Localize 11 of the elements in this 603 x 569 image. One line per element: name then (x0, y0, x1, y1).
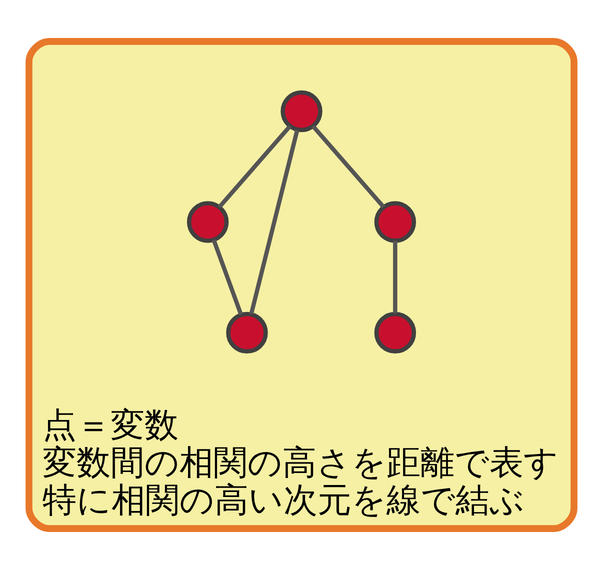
node-circle (226, 311, 268, 354)
node-circle (186, 200, 229, 242)
cluster: 点＝変数 変数間の相関の高さを距離で表す 特に相関の高い次元を線で結ぶ (26, 38, 578, 532)
connector (218, 124, 292, 208)
node-circle (280, 90, 322, 132)
connector (249, 129, 300, 314)
connector (212, 238, 243, 315)
node-circle (374, 200, 416, 242)
connector (311, 124, 386, 208)
node-circle (374, 311, 416, 354)
connector (393, 240, 398, 313)
